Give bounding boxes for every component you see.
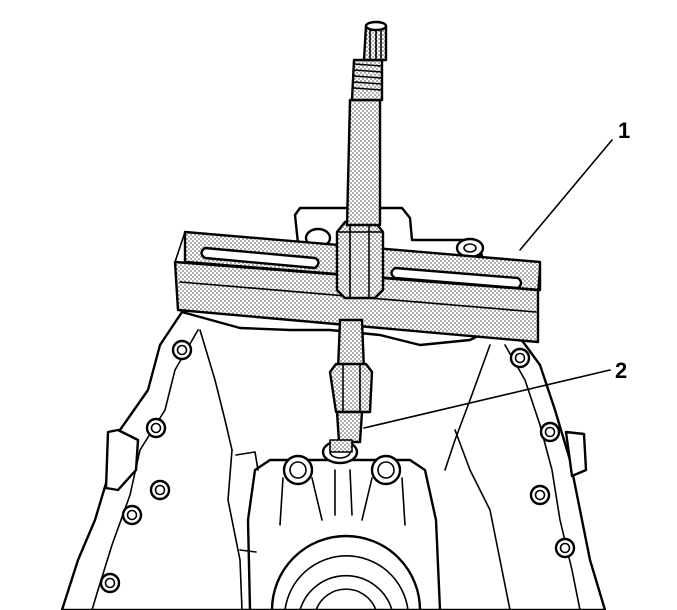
forcing-nut [335,220,385,300]
callout-1: 1 [618,118,630,143]
bearing-bore [270,534,422,610]
housing-left-tab [104,428,140,492]
housing-flange-right [504,344,581,610]
leader-line-1 [519,139,613,251]
boss-hole-left [282,454,314,486]
bolt-holes-right [509,347,576,559]
housing-right-tab [564,430,588,478]
puller-bar-slot-left [200,246,320,270]
leader-line-2 [363,369,611,429]
lower-shaft [328,318,374,444]
puller-bar-slot-right [390,266,523,290]
bolt-holes-left [99,339,193,594]
forcing-screw [345,20,388,227]
boss-hole-right [370,454,402,486]
adapter-hex [328,362,374,414]
shaft-seal [321,439,359,465]
leader-lines [363,139,613,429]
housing-rib-left [199,329,233,451]
housing-rib-right [444,344,491,471]
callout-2: 2 [615,358,627,383]
